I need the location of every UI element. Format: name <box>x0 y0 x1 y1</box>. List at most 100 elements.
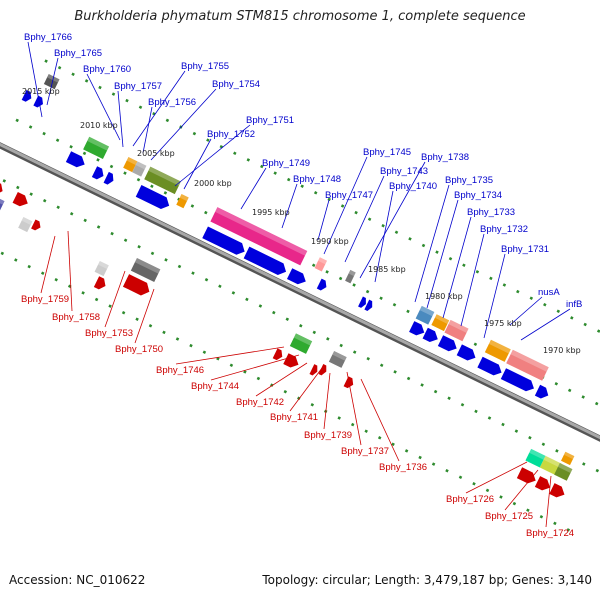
forward-gene-label[interactable]: Bphy_1754 <box>212 79 260 90</box>
tick-mark <box>379 296 383 300</box>
gene-feature <box>364 299 373 311</box>
reverse-gene-label[interactable]: Bphy_1759 <box>21 294 69 305</box>
forward-leader-line <box>117 90 124 148</box>
gene-arrow <box>93 276 106 290</box>
gene-block <box>561 451 575 466</box>
reverse-leader-line <box>289 367 323 412</box>
forward-gene-label[interactable]: Bphy_1757 <box>114 81 162 92</box>
forward-gene-label[interactable]: Bphy_1756 <box>148 97 196 108</box>
reverse-gene-label[interactable]: Bphy_1726 <box>446 494 494 505</box>
tick-mark <box>57 65 62 70</box>
tick-mark <box>229 363 234 368</box>
gene-feature <box>345 269 356 284</box>
gene-block-highlight <box>148 166 181 186</box>
tick-mark <box>218 284 222 289</box>
scale-label: 2000 kbp <box>194 179 232 188</box>
reverse-gene-label[interactable]: Bphy_1736 <box>379 462 427 473</box>
forward-gene-label[interactable]: Bphy_1751 <box>246 115 294 126</box>
forward-gene-label[interactable]: Bphy_1734 <box>454 190 502 201</box>
tick-mark <box>111 92 116 96</box>
gene-block-highlight <box>448 319 469 333</box>
gene-arrow <box>31 219 41 231</box>
tick-mark <box>354 210 358 215</box>
forward-gene-label[interactable]: Bphy_1732 <box>480 224 528 235</box>
forward-leader-line <box>174 124 251 187</box>
reverse-gene-label[interactable]: Bphy_1750 <box>115 344 163 355</box>
reverse-gene-label[interactable]: Bphy_1741 <box>270 412 318 423</box>
tick-mark <box>583 322 587 327</box>
reverse-gene-label[interactable]: Bphy_1737 <box>341 446 389 457</box>
forward-gene-label[interactable]: Bphy_1745 <box>363 147 411 158</box>
gene-feature <box>506 349 549 381</box>
tick-mark <box>28 125 33 129</box>
forward-gene-label[interactable]: Bphy_1738 <box>421 152 469 163</box>
reverse-gene-label[interactable]: Bphy_1744 <box>191 381 239 392</box>
reverse-gene-label[interactable]: Bphy_1758 <box>52 312 100 323</box>
forward-gene-label[interactable]: Bphy_1731 <box>501 244 549 255</box>
gene-block-highlight <box>21 217 33 225</box>
gene-block <box>18 217 33 233</box>
gene-block-highlight <box>98 261 109 269</box>
tick-mark <box>516 289 520 294</box>
forward-leader-line <box>359 161 426 279</box>
gene-block <box>176 194 189 209</box>
tick-mark <box>499 495 503 499</box>
gene-features <box>0 74 575 498</box>
gene-feature <box>18 217 33 233</box>
tick-mark <box>313 191 318 195</box>
forward-gene-label[interactable]: Bphy_1766 <box>24 32 72 43</box>
tick-mark <box>487 416 492 420</box>
forward-leader-line <box>240 167 267 210</box>
gene-block-highlight <box>332 351 347 361</box>
gene-block-highlight <box>419 305 435 317</box>
tick-mark <box>109 164 114 169</box>
gene-arrow <box>12 192 28 207</box>
reverse-gene-label[interactable]: Bphy_1725 <box>485 511 533 522</box>
tick-mark <box>448 256 453 261</box>
tick-mark <box>445 468 449 473</box>
tick-mark <box>393 370 397 374</box>
tick-mark <box>418 455 422 460</box>
tick-mark <box>566 528 571 532</box>
forward-gene-label[interactable]: nusA <box>538 287 560 298</box>
reverse-gene-label[interactable]: Bphy_1724 <box>526 528 574 539</box>
tick-mark <box>379 363 384 368</box>
gene-block-highlight <box>488 339 511 354</box>
reverse-gene-label[interactable]: Bphy_1746 <box>156 365 204 376</box>
forward-gene-label[interactable]: Bphy_1765 <box>54 48 102 59</box>
gene-block-highlight <box>510 349 549 372</box>
forward-leader-line <box>426 199 459 309</box>
gene-arrow <box>91 166 104 180</box>
tick-mark <box>2 179 7 183</box>
tick-mark <box>366 356 370 361</box>
forward-gene-label[interactable]: Bphy_1740 <box>389 181 437 192</box>
gene-block-highlight <box>529 448 546 460</box>
tick-mark <box>81 291 85 295</box>
reverse-gene-label[interactable]: Bphy_1753 <box>85 328 133 339</box>
forward-gene-label[interactable]: infB <box>566 299 582 310</box>
tick-mark <box>273 171 277 175</box>
tick-mark <box>16 185 20 190</box>
forward-gene-label[interactable]: Bphy_1752 <box>207 129 255 140</box>
forward-gene-label[interactable]: Bphy_1749 <box>262 158 310 169</box>
forward-gene-label[interactable]: Bphy_1733 <box>467 207 515 218</box>
forward-gene-label[interactable]: Bphy_1755 <box>181 61 229 72</box>
scale-label: 2005 kbp <box>137 149 175 158</box>
tick-mark <box>163 191 168 195</box>
gene-arrow <box>409 321 425 336</box>
forward-gene-label[interactable]: Bphy_1735 <box>445 175 493 186</box>
reverse-leader-line <box>134 288 155 344</box>
tick-mark <box>404 449 409 453</box>
forward-gene-label[interactable]: Bphy_1747 <box>325 190 373 201</box>
gene-block <box>345 269 356 284</box>
tick-mark <box>177 264 182 269</box>
tick-mark <box>285 317 290 321</box>
reverse-gene-label[interactable]: Bphy_1739 <box>304 430 352 441</box>
tick-mark <box>365 289 370 294</box>
tick-mark <box>96 225 101 229</box>
reverse-gene-label[interactable]: Bphy_1742 <box>236 397 284 408</box>
forward-gene-label[interactable]: Bphy_1743 <box>380 166 428 177</box>
forward-gene-label[interactable]: Bphy_1748 <box>293 174 341 185</box>
forward-gene-label[interactable]: Bphy_1760 <box>83 64 131 75</box>
